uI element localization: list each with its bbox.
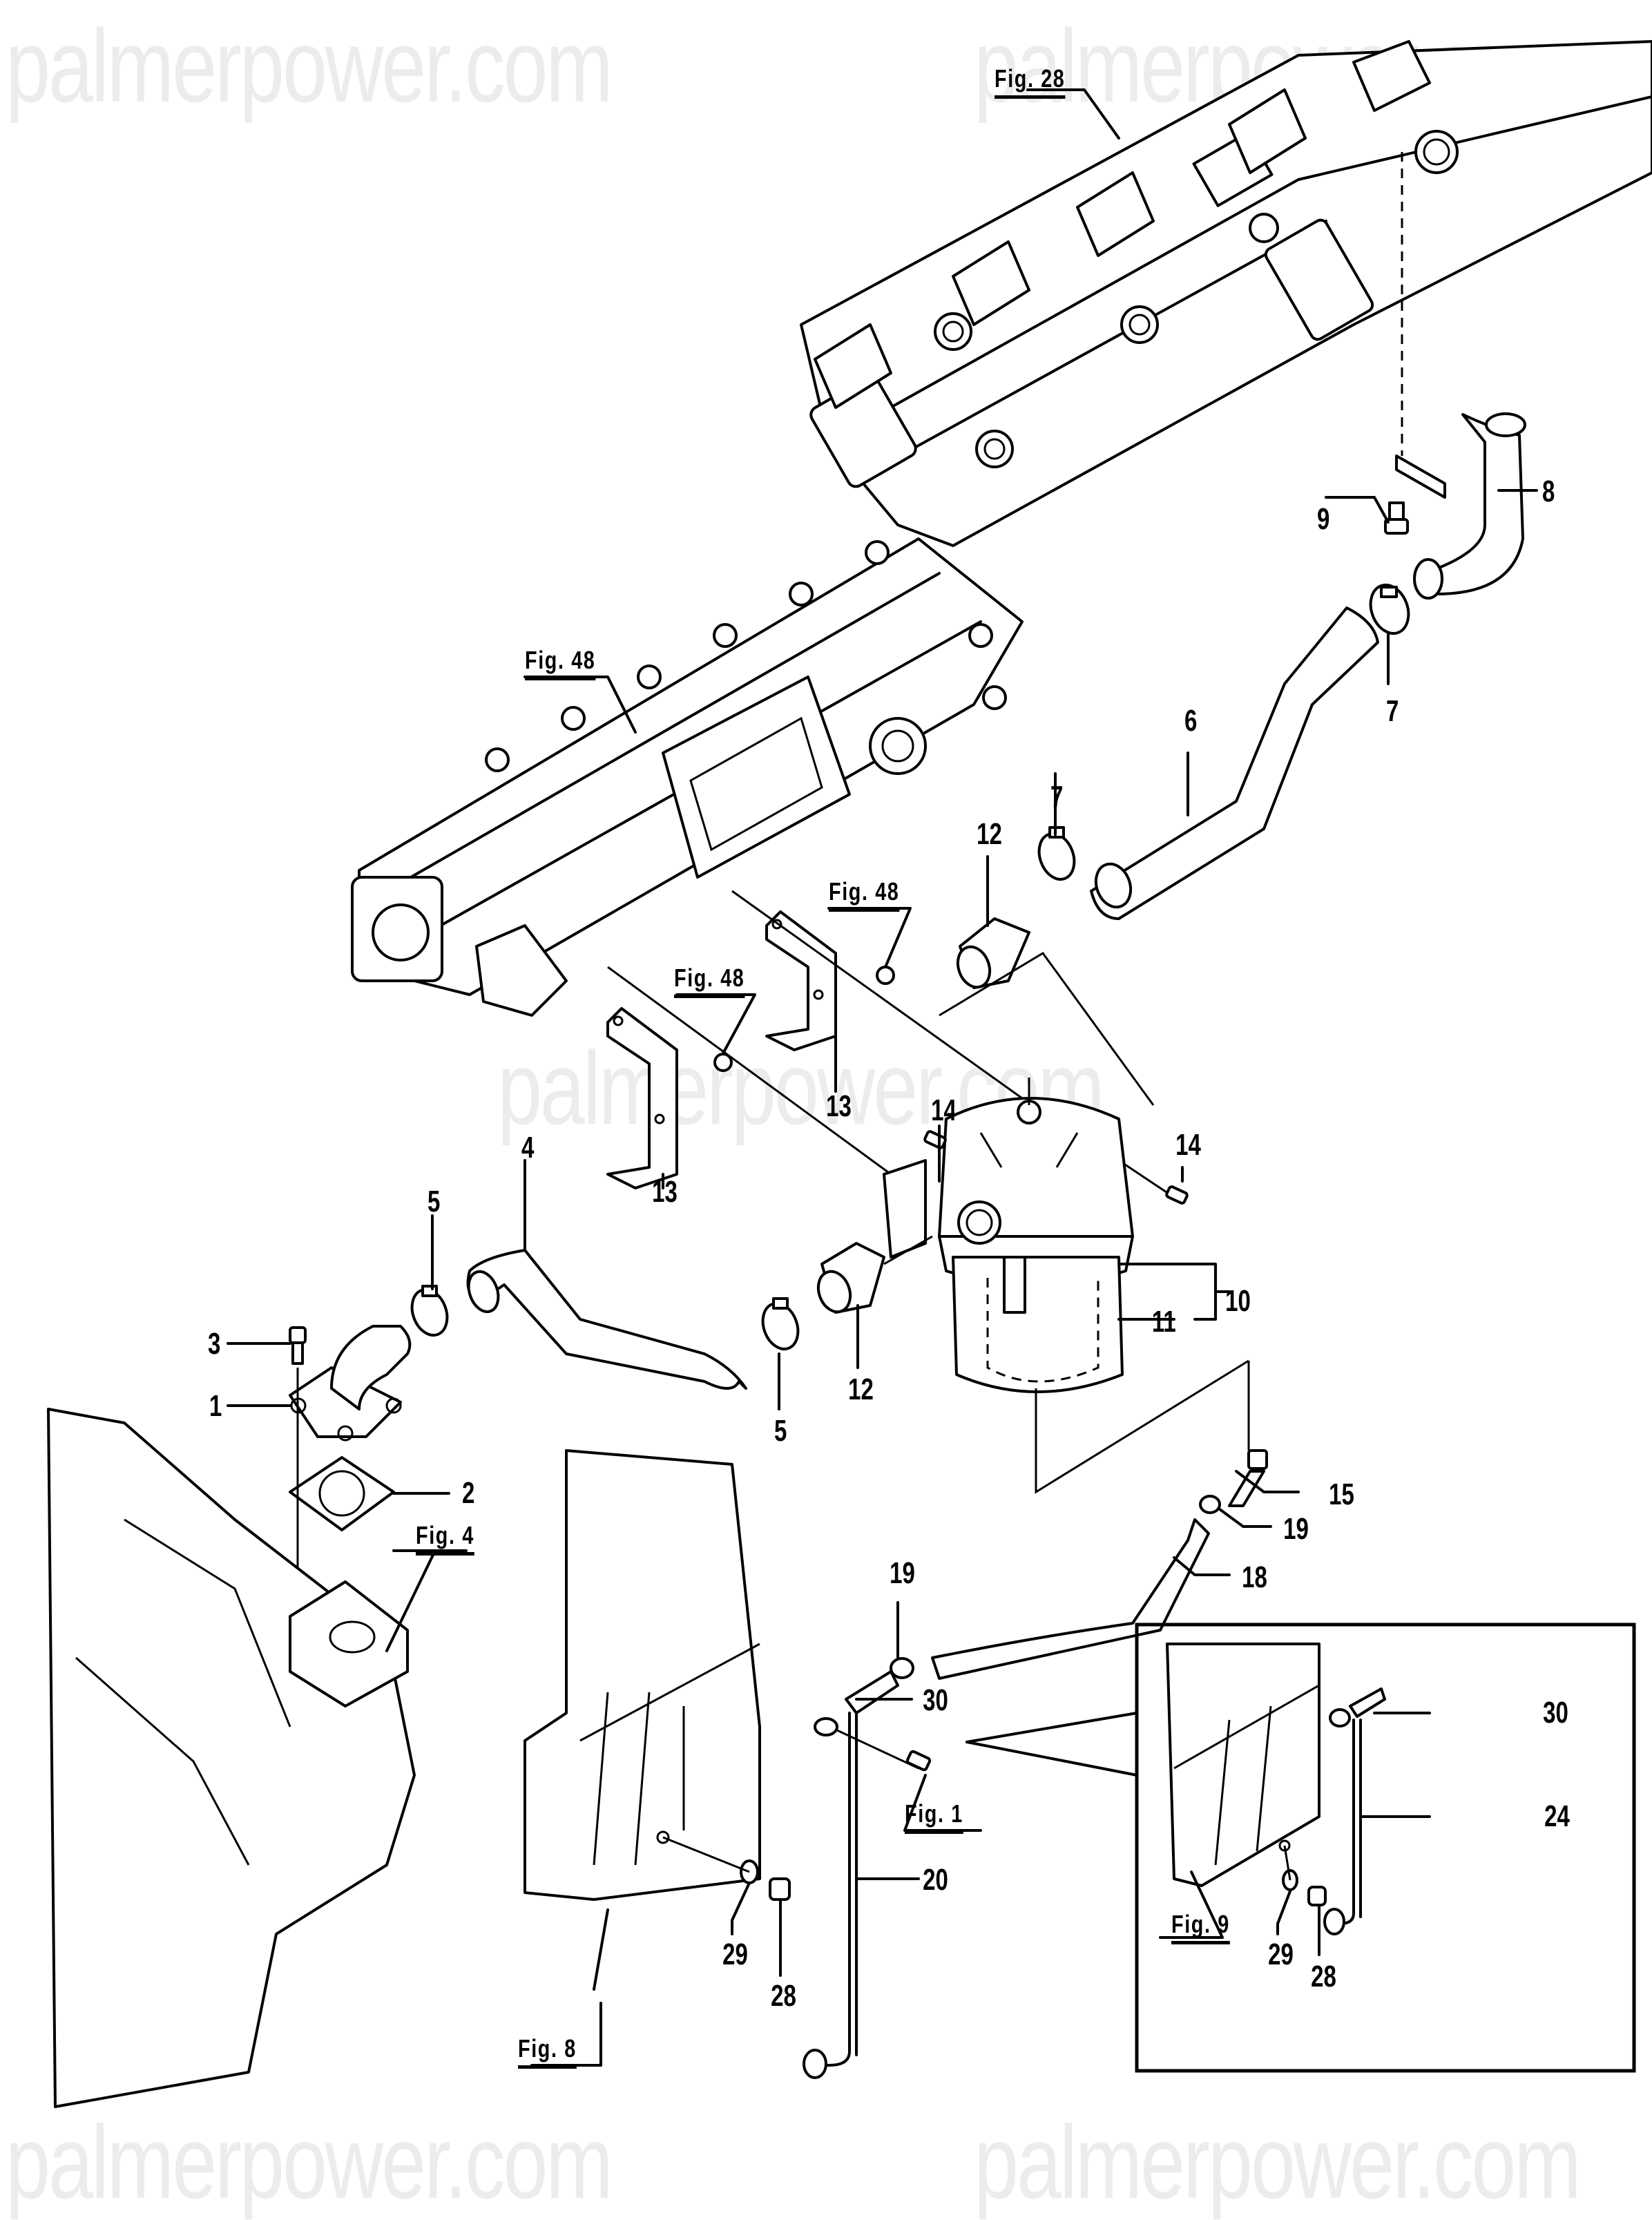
callout-5-right: 5 — [774, 1414, 787, 1448]
callout-3: 3 — [208, 1327, 221, 1361]
intake-manifold — [351, 537, 1024, 1017]
callout-19-lower: 19 — [890, 1556, 915, 1590]
elbow-15 — [1228, 1449, 1268, 1507]
callout-5-left: 5 — [428, 1185, 441, 1218]
clip-19-upper — [1199, 1495, 1221, 1514]
callout-4: 4 — [521, 1131, 535, 1165]
hose-6 — [1090, 606, 1379, 920]
callout-7-upper: 7 — [1386, 694, 1399, 728]
callout-9: 9 — [1317, 502, 1330, 536]
oil-pan — [524, 1449, 761, 1901]
callout-12-lower: 12 — [848, 1372, 874, 1406]
clamp-7-upper — [1369, 584, 1410, 635]
nut-fig48-b — [876, 966, 895, 985]
callout-6: 6 — [1184, 704, 1198, 738]
callout-12-upper: 12 — [977, 817, 1002, 851]
bolt-9 — [1384, 501, 1409, 535]
callout-28-inset: 28 — [1311, 1960, 1336, 1993]
oil-separator-10 — [883, 1078, 1134, 1393]
callout-20: 20 — [923, 1863, 948, 1897]
fig-ref-9[interactable]: Fig. 9 — [1171, 1912, 1230, 1944]
clamp-5-left — [410, 1285, 449, 1337]
callout-leaders — [227, 489, 1538, 1977]
callout-29-inset: 29 — [1268, 1937, 1294, 1971]
callout-8: 8 — [1542, 475, 1555, 508]
callout-1: 1 — [209, 1389, 222, 1423]
callout-15: 15 — [1329, 1477, 1354, 1511]
callout-7-lower: 7 — [1050, 780, 1064, 814]
bracket-13-b — [765, 910, 837, 1051]
callout-30: 30 — [923, 1683, 948, 1717]
hose-18 — [931, 1518, 1210, 1680]
callout-14-right: 14 — [1175, 1128, 1201, 1162]
connector-28 — [769, 1877, 791, 1901]
exhaust-manifold — [800, 40, 1652, 547]
callout-28: 28 — [771, 1979, 796, 2013]
fig-ref-48-bracket-b[interactable]: Fig. 48 — [829, 879, 900, 912]
clamp-5-right — [761, 1297, 800, 1350]
fig-ref-4[interactable]: Fig. 4 — [416, 1523, 474, 1556]
inset-frame — [1135, 1623, 1636, 2073]
watermark-top-left: palmerpower.com — [6, 8, 613, 124]
callout-29: 29 — [722, 1937, 748, 1971]
fig-ref-8[interactable]: Fig. 8 — [518, 2036, 577, 2069]
bolt-14-right — [1165, 1185, 1189, 1205]
elbow-flange-1 — [289, 1325, 412, 1442]
bolt-3 — [289, 1326, 307, 1365]
fitting-12-upper — [956, 917, 1030, 989]
fig-ref-48-bracket-a[interactable]: Fig. 48 — [674, 966, 745, 998]
clip-19-lower — [890, 1657, 914, 1679]
bolt-14-left — [923, 1130, 947, 1149]
hose-4 — [466, 1249, 747, 1390]
callout-14-left: 14 — [931, 1093, 957, 1127]
callout-10: 10 — [1225, 1284, 1251, 1318]
inset-oil-pan — [1166, 1643, 1320, 1887]
callout-24: 24 — [1544, 1799, 1570, 1833]
gear-case — [47, 1408, 416, 2108]
drain-pipe-20 — [814, 1712, 851, 2067]
fig-ref-28[interactable]: Fig. 28 — [995, 66, 1066, 99]
drain-pipe-24 — [1325, 1719, 1362, 1925]
callout-11: 11 — [1151, 1305, 1176, 1339]
fig-ref-1[interactable]: Fig. 1 — [905, 1801, 963, 1834]
callout-30-inset: 30 — [1543, 1696, 1568, 1730]
clamp-7-lower — [1037, 826, 1076, 881]
callout-13-a: 13 — [652, 1175, 678, 1209]
pipe-8 — [1395, 412, 1526, 600]
bracket-13-a — [606, 1007, 678, 1189]
callout-13-b: 13 — [826, 1089, 852, 1123]
callout-18: 18 — [1242, 1560, 1267, 1594]
callout-2: 2 — [462, 1476, 475, 1510]
callout-19-upper: 19 — [1283, 1512, 1309, 1546]
gasket-2 — [289, 1456, 395, 1531]
fig28-leader — [1026, 88, 1120, 140]
fitting-12-lower — [816, 1242, 885, 1314]
fig-ref-48-top[interactable]: Fig. 48 — [525, 648, 596, 680]
connector-28-inset — [1307, 1886, 1327, 1906]
